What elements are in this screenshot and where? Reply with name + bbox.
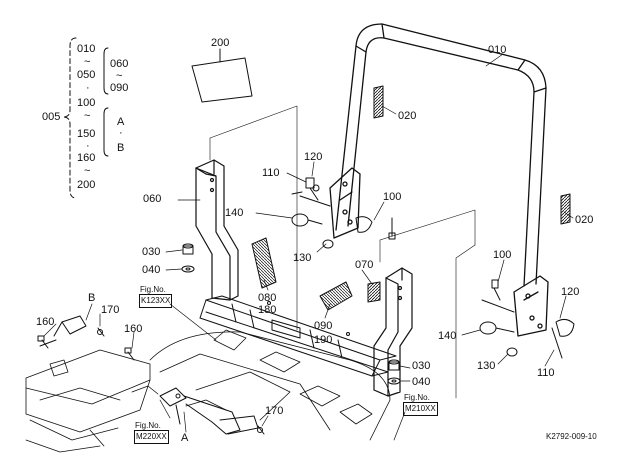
fig-ref-2-number: M210XX: [403, 402, 438, 416]
callout-160-left: 160: [36, 316, 55, 328]
callout-100-left: 100: [383, 191, 402, 203]
callout-040-left: 040: [142, 264, 161, 276]
callout-020-lower: 020: [575, 214, 594, 226]
view-marker-a: A: [181, 432, 189, 444]
callout-110-left: 110: [262, 167, 280, 179]
fig-ref-3-number: M220XX: [134, 430, 169, 444]
legend-160: 160: [77, 152, 96, 164]
callout-130-left: 130: [293, 252, 312, 264]
fig-ref-1-number: K123XX: [139, 294, 173, 308]
fig-ref-1-label: Fig.No.: [140, 285, 166, 294]
assembly-dashed-frames: [209, 105, 476, 399]
legend-005: 005: [42, 111, 61, 123]
callout-130-right: 130: [477, 360, 496, 372]
part-010-rops-arch: [329, 23, 571, 337]
callout-120-right: 120: [561, 286, 580, 298]
legend-060: 060: [110, 58, 129, 70]
callout-030-right: 030: [412, 360, 431, 372]
legend-010: 010: [77, 43, 96, 55]
callout-020-upper: 020: [398, 110, 417, 122]
callout-160-mid: 160: [124, 323, 143, 335]
callout-100-right: 100: [493, 249, 512, 261]
drawing-code: K2792-009-10: [546, 432, 597, 441]
part-060-right-pillar: [373, 267, 413, 397]
legend-tilde-4: ~: [84, 165, 91, 177]
callout-090: 090: [314, 320, 333, 332]
callout-060: 060: [143, 193, 162, 205]
legend-dot-1: ·: [86, 82, 90, 94]
fig-ref-2-label: Fig.No.: [404, 393, 430, 402]
base-frame: [199, 295, 397, 377]
body-floor-panel: [149, 329, 391, 441]
hatched-pads: [251, 237, 381, 311]
legend-tilde-2: ~: [116, 70, 123, 82]
callout-140-right: 140: [438, 330, 457, 342]
legend-200: 200: [77, 179, 96, 191]
callout-070: 070: [355, 259, 374, 271]
callout-080: 080: [258, 292, 277, 304]
legend-tilde-3: ~: [84, 110, 91, 122]
legend-050: 050: [77, 69, 96, 81]
part-060-left-pillar: [195, 159, 239, 301]
fasteners: [37, 177, 575, 435]
leader-lines: [43, 53, 574, 441]
callout-180: 180: [258, 304, 277, 316]
callout-120-left: 120: [304, 151, 323, 163]
legend-brackets: [62, 37, 109, 199]
callout-190: 190: [314, 334, 333, 346]
callout-030-left: 030: [142, 246, 161, 258]
callout-010: 010: [488, 44, 507, 56]
seat-belt: [39, 315, 259, 435]
legend-100: 100: [77, 97, 96, 109]
legend-letter-a: A: [117, 116, 125, 128]
part-200-sheet: [191, 48, 253, 103]
callout-040-right: 040: [412, 376, 431, 388]
callout-170-upper: 170: [101, 304, 120, 316]
legend-letter-b: B: [117, 142, 125, 154]
callout-140-left: 140: [225, 207, 244, 219]
fig-ref-3-label: Fig.No.: [135, 421, 161, 430]
lower-left-structure: [25, 349, 159, 453]
legend-tilde-1: ~: [84, 56, 91, 68]
callout-110-right: 110: [537, 367, 555, 379]
legend-dot-3: ·: [119, 127, 123, 139]
callout-170-lower: 170: [265, 405, 284, 417]
view-marker-b: B: [88, 292, 96, 304]
callout-200: 200: [211, 37, 230, 49]
legend-150: 150: [77, 128, 96, 140]
legend-dot-2: ·: [86, 140, 90, 152]
legend-090: 090: [110, 82, 129, 94]
